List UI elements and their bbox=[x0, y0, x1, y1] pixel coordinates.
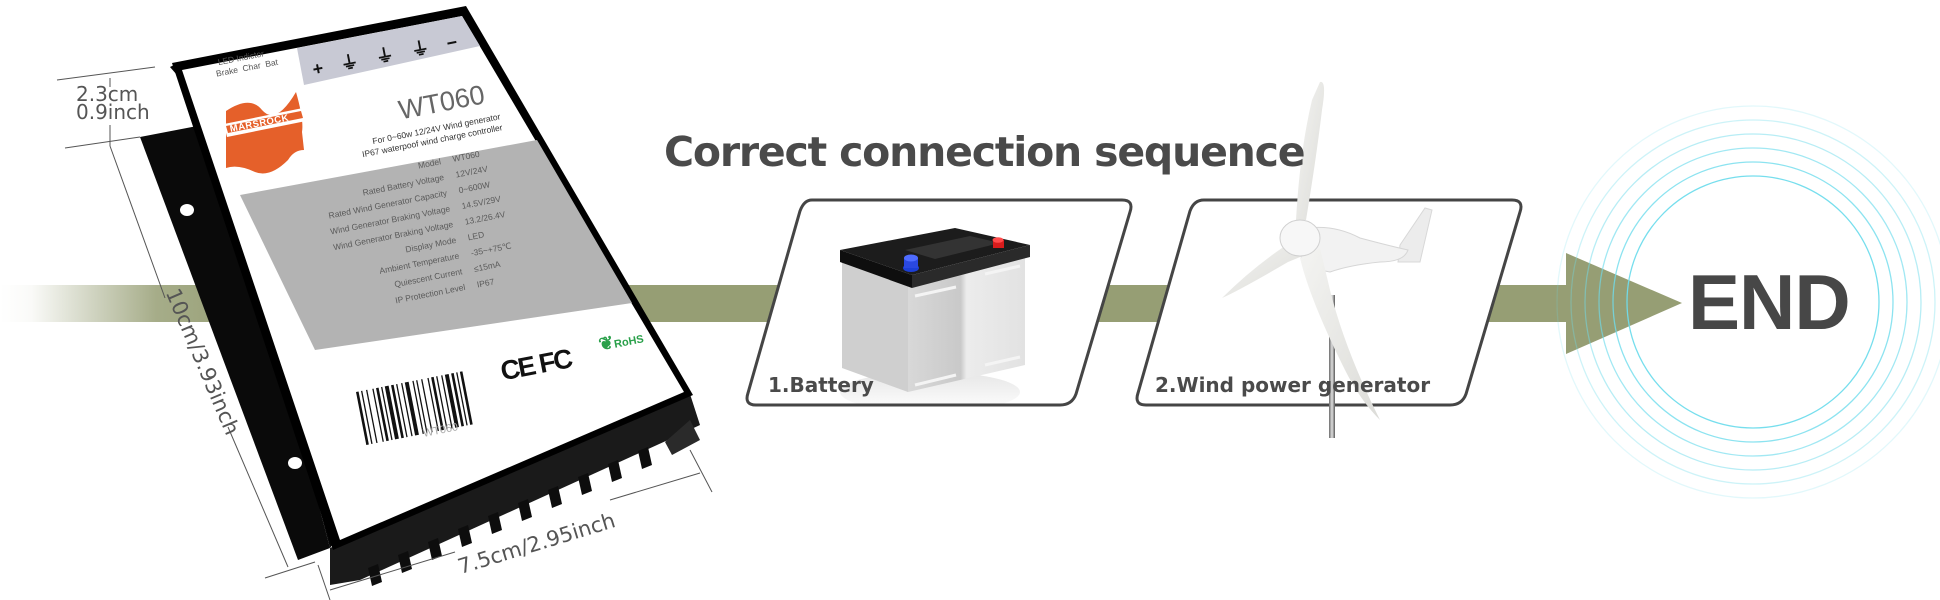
step-panel-wind-generator bbox=[1135, 81, 1523, 438]
barcode-bar bbox=[376, 387, 389, 442]
ring bbox=[1584, 133, 1922, 471]
barcode-bar bbox=[441, 375, 453, 429]
barcode-bar bbox=[451, 373, 464, 427]
barcode-bar bbox=[361, 390, 373, 445]
battery-icon bbox=[840, 228, 1030, 405]
step-label-wind-generator: 2.Wind power generator bbox=[1155, 373, 1431, 397]
barcode-bar bbox=[366, 389, 378, 444]
barcode-bar bbox=[391, 384, 404, 439]
barcode-bar bbox=[396, 383, 408, 438]
charge-controller-device bbox=[140, 6, 700, 586]
barcode-bar bbox=[404, 381, 419, 436]
mounting-hole bbox=[180, 204, 194, 216]
barcode-bar bbox=[412, 380, 424, 435]
height-inch: 0.9inch bbox=[76, 100, 150, 124]
end-label: END bbox=[1688, 258, 1851, 346]
step-panel-battery bbox=[745, 198, 1133, 407]
barcode-bar bbox=[459, 371, 473, 425]
barcode-bar bbox=[372, 388, 384, 442]
ring bbox=[1556, 105, 1940, 499]
page-title: Correct connection sequence bbox=[664, 128, 1306, 176]
barcode-bar bbox=[421, 379, 433, 433]
barcode-bar bbox=[401, 382, 413, 437]
barcode-bar bbox=[436, 376, 448, 430]
barcode-bar bbox=[427, 377, 439, 432]
mounting-hole bbox=[288, 457, 302, 469]
barcode-bar bbox=[431, 376, 444, 431]
ring bbox=[1598, 147, 1908, 457]
barcode-bar bbox=[381, 386, 393, 441]
step-label-battery: 1.Battery bbox=[768, 373, 874, 397]
ring bbox=[1570, 119, 1936, 485]
barcode-bar bbox=[384, 385, 399, 440]
wind-turbine-icon bbox=[1222, 81, 1433, 438]
dimension-lines bbox=[56, 66, 713, 600]
marsrock-logo bbox=[224, 92, 306, 174]
barcode-bar bbox=[416, 380, 428, 434]
height-cm: 2.3cm bbox=[76, 82, 139, 106]
barcode bbox=[356, 371, 473, 446]
barcode-bar bbox=[444, 373, 459, 428]
end-rings bbox=[1556, 105, 1940, 499]
ring bbox=[1626, 175, 1880, 429]
barcode-bar bbox=[356, 391, 369, 446]
barcode-bar bbox=[456, 372, 468, 426]
ring bbox=[1612, 161, 1894, 443]
flow-arrow-head bbox=[1566, 253, 1682, 354]
height-dimension-label: 2.3cm 0.9inch bbox=[76, 82, 150, 124]
